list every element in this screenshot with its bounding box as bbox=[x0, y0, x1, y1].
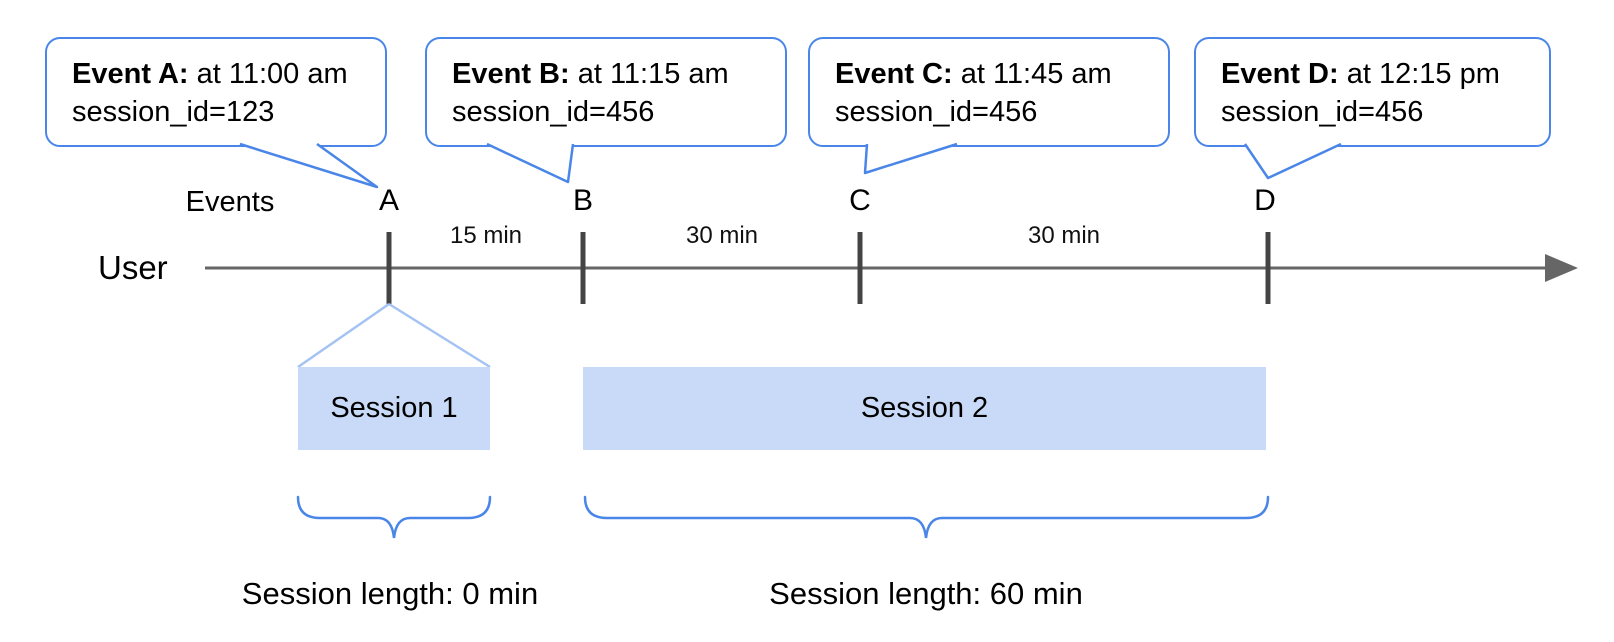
event-b-callout-line2: session_id=456 bbox=[452, 96, 655, 128]
session-1-brace bbox=[296, 495, 492, 539]
event-b-callout-tail bbox=[486, 142, 575, 184]
event-a-callout-title: Event A: bbox=[72, 58, 189, 90]
event-d-callout-title: Event D: bbox=[1221, 58, 1339, 90]
event-a-label: A bbox=[378, 184, 400, 217]
session-1-fan-line-right bbox=[388, 302, 491, 369]
session-1-bar: Session 1 bbox=[298, 367, 490, 450]
event-d-callout-tail bbox=[1243, 142, 1342, 180]
event-b-callout: Event B: at 11:15 am session_id=456 bbox=[425, 37, 787, 147]
event-d-callout: Event D: at 12:15 pm session_id=456 bbox=[1194, 37, 1551, 147]
event-d-callout-line2: session_id=456 bbox=[1221, 96, 1424, 128]
session-1-fan-line-left bbox=[297, 302, 390, 369]
session-1-length-label: Session length: 0 min bbox=[241, 576, 539, 611]
event-a-callout-tail bbox=[239, 142, 379, 189]
session-2-length-label: Session length: 60 min bbox=[769, 576, 1083, 611]
event-a-callout-line1: Event A: at 11:00 am bbox=[72, 58, 348, 90]
events-axis-label: Events bbox=[185, 186, 275, 218]
event-a-callout: Event A: at 11:00 am session_id=123 bbox=[45, 37, 387, 147]
event-d-callout-line1: Event D: at 12:15 pm bbox=[1221, 58, 1500, 90]
event-c-callout-line1: Event C: at 11:45 am bbox=[835, 58, 1112, 90]
session-2-bar-label: Session 2 bbox=[860, 392, 989, 424]
event-a-callout-line2: session_id=123 bbox=[72, 96, 275, 128]
event-c-label: C bbox=[849, 184, 871, 217]
session-2-brace bbox=[583, 495, 1270, 539]
event-c-callout-title: Event C: bbox=[835, 58, 953, 90]
interval-b-c-label: 30 min bbox=[685, 222, 759, 249]
event-b-callout-title: Event B: bbox=[452, 58, 570, 90]
user-axis-label: User bbox=[98, 249, 168, 286]
interval-c-d-label: 30 min bbox=[1027, 222, 1101, 249]
event-b-callout-line1: Event B: at 11:15 am bbox=[452, 58, 729, 90]
event-c-callout-tail bbox=[863, 142, 958, 175]
session-2-bar: Session 2 bbox=[583, 367, 1266, 450]
event-d-label: D bbox=[1254, 184, 1276, 217]
event-b-label: B bbox=[572, 184, 594, 217]
session-1-bar-label: Session 1 bbox=[330, 392, 458, 424]
event-c-callout: Event C: at 11:45 am session_id=456 bbox=[808, 37, 1170, 147]
event-c-callout-line2: session_id=456 bbox=[835, 96, 1038, 128]
timeline-arrowhead-icon bbox=[1545, 254, 1578, 282]
interval-a-b-label: 15 min bbox=[449, 222, 523, 249]
